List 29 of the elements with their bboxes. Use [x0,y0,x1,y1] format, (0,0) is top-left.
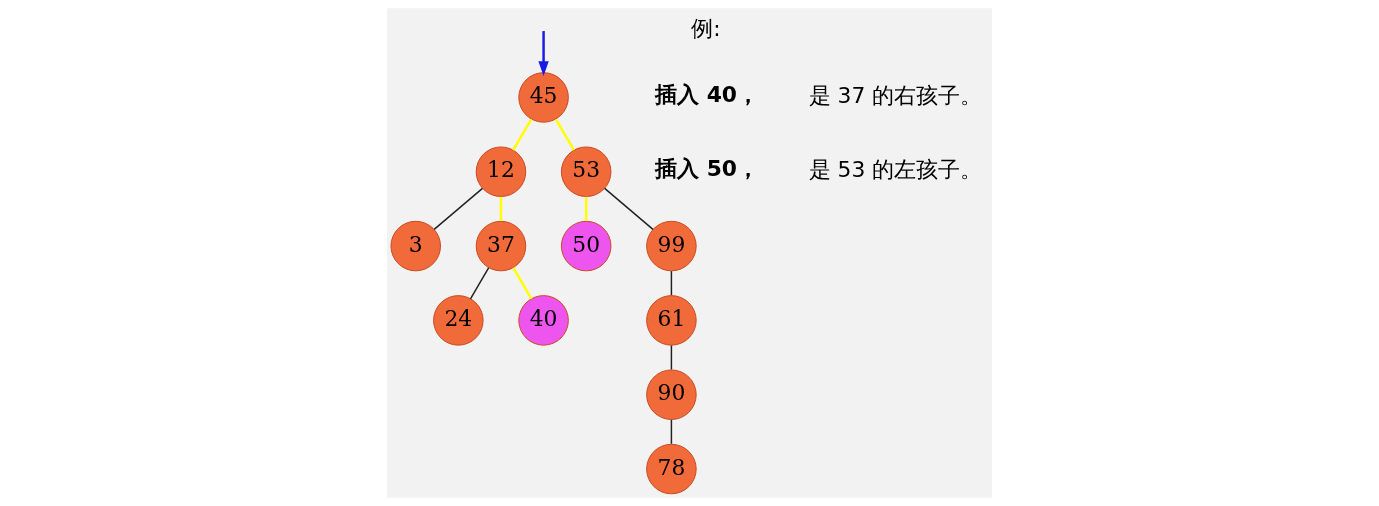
label: 是 37 的右孩子。 [808,82,983,108]
connector [469,267,490,300]
connector [670,270,673,296]
connector [603,187,654,231]
node-circle: 61 [646,295,697,346]
connector [670,344,673,371]
node-circle: 99 [646,220,697,272]
node-circle: 50 [560,220,612,272]
label: 插入 40， [655,81,759,107]
node-circle: 12 [475,146,527,197]
connector [499,196,503,221]
node-circle: 78 [646,443,697,495]
connector [512,118,533,151]
node-circle: 3 [390,220,441,272]
connector [512,267,533,300]
node-circle: 24 [433,295,484,346]
connector [670,419,673,445]
label: 例: [691,15,721,41]
label: 是 53 的左孩子。 [808,157,983,183]
node-circle: 53 [560,146,612,197]
node-circle: 45 [518,72,569,123]
node-circle: 37 [475,220,527,272]
node-circle: 40 [518,295,569,346]
connector [584,196,588,221]
label: 插入 50， [655,156,759,182]
connector [554,118,576,151]
node-circle: 90 [646,369,697,420]
connector [433,187,484,231]
arrow [538,31,549,77]
